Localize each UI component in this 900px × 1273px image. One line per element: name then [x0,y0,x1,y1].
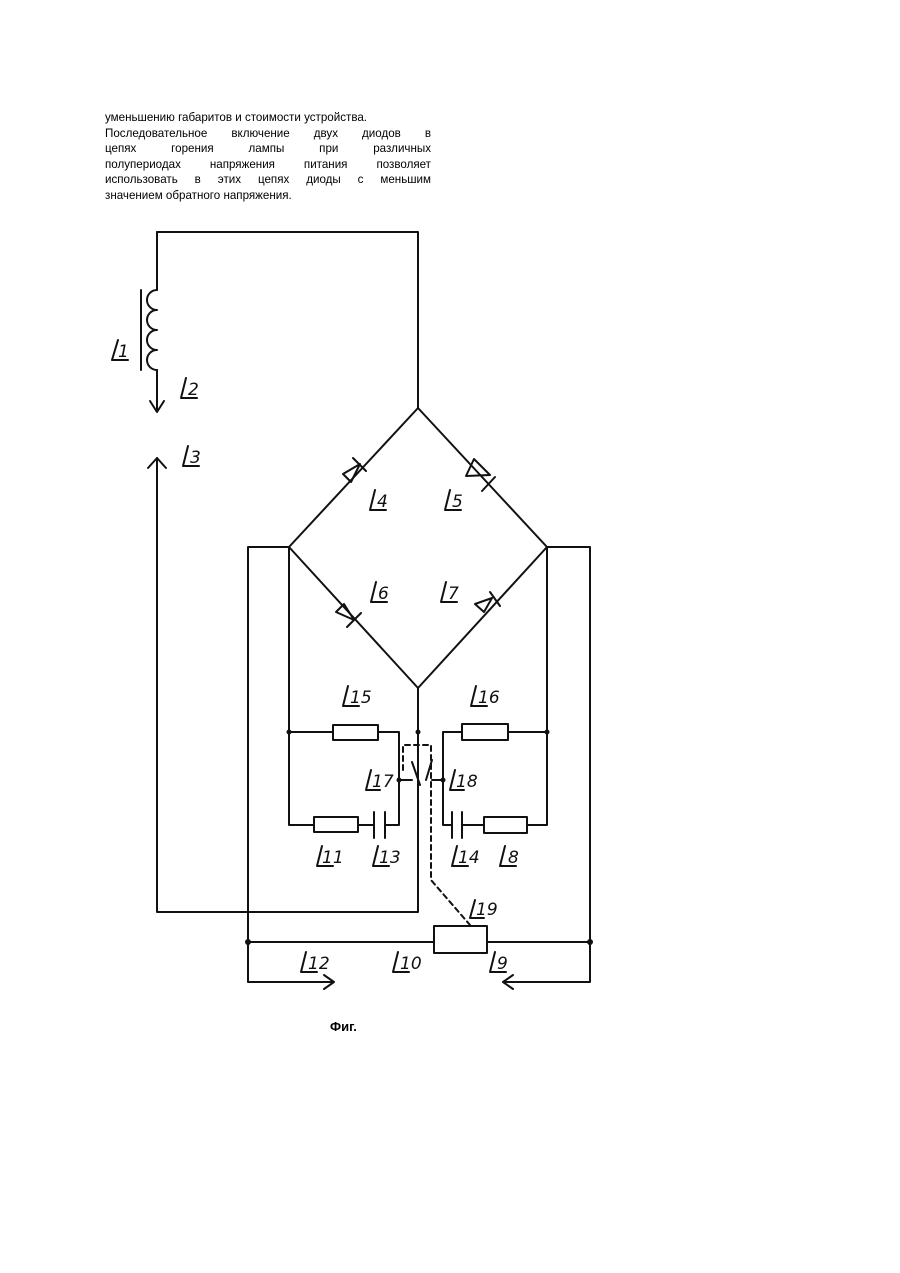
label-16: 16 [478,688,500,708]
resistor-19 [434,926,487,953]
label-5: 5 [452,492,463,512]
label-3: 3 [190,448,201,468]
resistor-15 [333,725,378,740]
label-10: 10 [400,954,422,974]
label-14: 14 [458,848,480,868]
label-leaders [112,340,516,972]
label-8: 8 [508,848,519,868]
label-18: 18 [456,772,478,792]
diode-6 [336,604,361,627]
label-11: 11 [322,848,344,868]
figure-caption: Фиг. [330,1019,357,1034]
resistor-8 [484,817,527,833]
resistor-11 [314,817,358,832]
diode-7 [475,592,500,612]
label-4: 4 [377,492,388,512]
label-9: 9 [497,954,508,974]
label-6: 6 [378,584,389,604]
label-2: 2 [188,380,199,400]
label-17: 17 [372,772,394,792]
label-12: 12 [308,954,330,974]
label-1: 1 [118,342,129,362]
wire-return [157,458,418,912]
relay-contacts [399,688,470,925]
resistor-16 [462,724,508,740]
inductor-1 [141,290,157,370]
capacitor-13 [374,812,385,838]
diode-4 [343,458,366,482]
label-7: 7 [448,584,459,604]
label-13: 13 [379,848,401,868]
bridge-edge [289,408,547,688]
label-15: 15 [350,688,372,708]
capacitor-14 [452,812,462,838]
label-19: 19 [476,900,498,920]
